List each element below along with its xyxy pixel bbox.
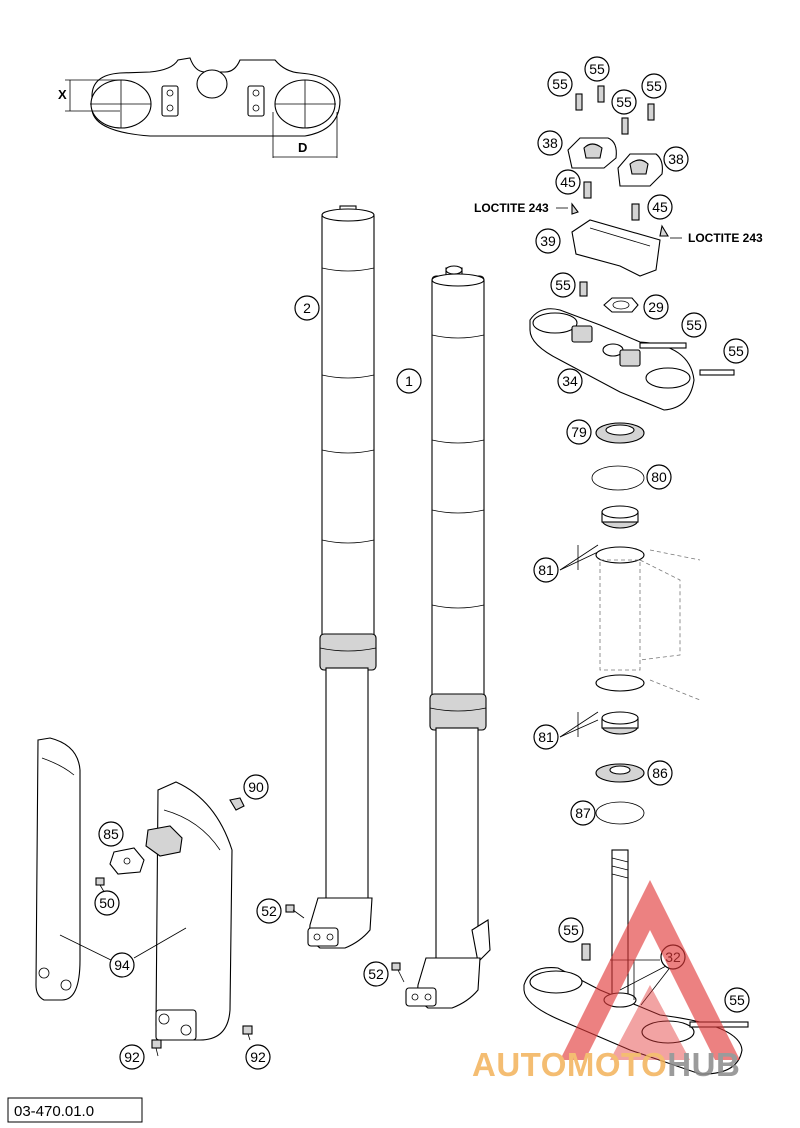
triple-clamp-dimension-drawing: X D: [58, 57, 341, 158]
callout-number: 94: [114, 957, 130, 973]
callout-86: 86: [647, 760, 673, 786]
callout-number: 90: [248, 779, 264, 795]
loctite-label-left: LOCTITE 243: [474, 201, 549, 215]
callout-38: 38: [537, 130, 563, 156]
callout-55: 55: [550, 272, 576, 298]
callout-number: 38: [668, 151, 684, 167]
callout-number: 1: [405, 373, 413, 389]
callout-number: 45: [652, 199, 668, 215]
callout-number: 79: [571, 424, 587, 440]
callout-number: 55: [728, 343, 744, 359]
callout-1: 1: [396, 368, 422, 394]
callout-55: 55: [558, 917, 584, 943]
callout-number: 29: [648, 299, 664, 315]
callout-number: 81: [538, 562, 554, 578]
dimension-x-label: X: [58, 87, 67, 102]
watermark-logo-icon: [560, 880, 740, 1060]
callout-number: 55: [555, 277, 571, 293]
callout-55: 55: [724, 987, 750, 1013]
callout-81: 81: [533, 557, 559, 583]
callout-39: 39: [535, 228, 561, 254]
fork-leg-right: [405, 265, 491, 1009]
callout-92: 92: [119, 1044, 145, 1070]
callout-number: 50: [99, 895, 115, 911]
watermark-text: AUTOMOTOHUB: [472, 1046, 740, 1083]
document-id: 03-470.01.0: [14, 1103, 94, 1120]
callout-number: 86: [652, 765, 668, 781]
callout-number: 80: [651, 469, 667, 485]
callout-number: 55: [729, 992, 745, 1008]
callout-52: 52: [363, 961, 389, 987]
callout-50: 50: [94, 890, 120, 916]
automotohub-watermark: AUTOMOTOHUB: [472, 880, 740, 1083]
callout-number: 92: [124, 1049, 140, 1065]
callout-number: 52: [368, 966, 384, 982]
callout-55: 55: [723, 338, 749, 364]
watermark-part-one: AUTOMOTO: [472, 1046, 667, 1083]
callout-45: 45: [555, 169, 581, 195]
dimension-d-label: D: [298, 140, 307, 155]
handlebar-clamp-assembly: [529, 85, 735, 411]
callout-number: 55: [616, 94, 632, 110]
callout-55: 55: [641, 73, 667, 99]
callout-87: 87: [570, 800, 596, 826]
callout-number: 55: [589, 61, 605, 77]
watermark-part-two: HUB: [667, 1046, 740, 1083]
callout-number: 2: [303, 300, 311, 316]
callout-92: 92: [245, 1044, 271, 1070]
callout-number: 55: [686, 317, 702, 333]
callout-79: 79: [566, 419, 592, 445]
callout-55: 55: [681, 312, 707, 338]
callout-81: 81: [533, 724, 559, 750]
callout-38: 38: [663, 146, 689, 172]
callout-number: 34: [562, 373, 578, 389]
callout-55: 55: [547, 71, 573, 97]
callout-2: 2: [294, 295, 320, 321]
callout-94: 94: [109, 952, 135, 978]
callout-number: 55: [552, 76, 568, 92]
leader-lines: [619, 964, 673, 1006]
callout-number: 92: [250, 1049, 266, 1065]
callout-90: 90: [243, 774, 269, 800]
steering-bearings: [559, 422, 701, 825]
callout-80: 80: [646, 464, 672, 490]
callout-number: 39: [540, 233, 556, 249]
loctite-label-right: LOCTITE 243: [688, 231, 763, 245]
callout-number: 52: [261, 903, 277, 919]
callout-number: 87: [575, 805, 591, 821]
callout-number: 55: [646, 78, 662, 94]
callout-number: 45: [560, 174, 576, 190]
callout-number: 55: [563, 922, 579, 938]
callout-number: 38: [542, 135, 558, 151]
callout-29: 29: [643, 294, 669, 320]
callout-number: 81: [538, 729, 554, 745]
fork-leg-left: [307, 205, 377, 949]
callout-number: 85: [103, 826, 119, 842]
fork-guards: [35, 737, 233, 1041]
callout-55: 55: [611, 89, 637, 115]
small-parts-left: [95, 797, 405, 1057]
callout-55: 55: [584, 56, 610, 82]
callout-52: 52: [256, 898, 282, 924]
callout-85: 85: [98, 821, 124, 847]
document-id-box: 03-470.01.0: [7, 1097, 143, 1123]
callout-34: 34: [557, 368, 583, 394]
callout-45: 45: [647, 194, 673, 220]
